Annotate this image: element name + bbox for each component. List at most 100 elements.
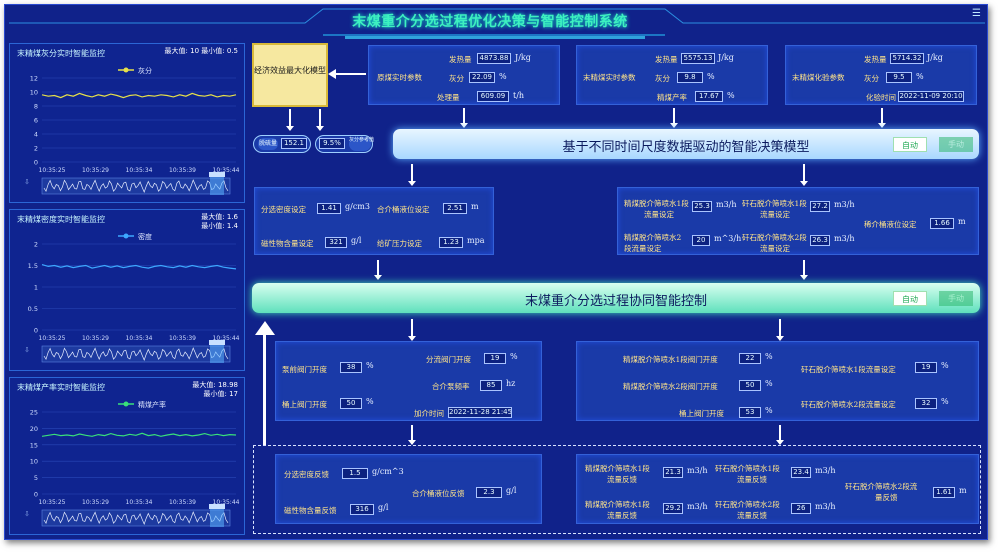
- min-value: 最小值: 1.4: [201, 222, 238, 230]
- panel-title: 末精煤密度实时智能监控: [17, 215, 105, 224]
- pump-label: 泵前阀门开度: [282, 365, 327, 374]
- arrow-left-icon: [328, 69, 366, 79]
- arrow-up-icon: [255, 321, 275, 335]
- b-value: 27.2: [810, 201, 830, 212]
- b-unit: m3/h: [815, 466, 836, 475]
- max-value: 最大值: 1.6: [201, 213, 238, 221]
- manual-button[interactable]: 手动: [939, 137, 973, 152]
- zoom-slider-handle: [210, 345, 224, 363]
- y-tick-label: 8: [34, 103, 38, 111]
- press-unit: mpa: [467, 236, 485, 245]
- min-value: 最小值: 0.5: [201, 47, 238, 55]
- arrow-down-icon: [878, 108, 886, 128]
- c-unit: m^3/h: [714, 234, 742, 243]
- y-tick-label: 20: [30, 425, 38, 433]
- b-unit: m3/h: [834, 200, 855, 209]
- x-tick-label: 10:35:29: [82, 335, 109, 342]
- legend-marker: [123, 401, 129, 407]
- sulfur-value: 152.1: [281, 138, 307, 149]
- setpoint-right: 精煤脱介筛喷水1段流量设定 25.3 m3/h 矸石脱介筛喷水1段流量设定 27…: [617, 187, 979, 255]
- x-tick-label: 10:35:29: [82, 167, 109, 174]
- mag-label: 磁性物含量反馈: [284, 506, 337, 515]
- d-label: 矸石脱介筛喷水2段流量设定: [742, 233, 807, 253]
- series-line: [41, 432, 237, 437]
- page-title: 末煤重介分选过程优化决策与智能控制系统: [352, 14, 628, 30]
- y-tick-label: 10: [30, 458, 38, 466]
- rt-label: 末精煤实时参数: [583, 73, 636, 82]
- economic-model-box[interactable]: 经济效益最大化模型: [252, 43, 328, 107]
- freq-value: 85: [480, 380, 502, 391]
- manual-button[interactable]: 手动: [939, 291, 973, 306]
- arrow-down-icon: [374, 260, 382, 280]
- y-tick-label: 6: [34, 117, 38, 125]
- max-value: 最大值: 10: [164, 47, 200, 55]
- density-unit: g/cm3: [345, 202, 370, 211]
- press-label: 给矿压力设定: [377, 239, 422, 248]
- arrow-down-icon: [460, 108, 468, 128]
- heat-label: 发热量: [449, 55, 472, 64]
- x-tick-label: 10:35:25: [39, 335, 66, 342]
- press-value: 1.23: [439, 237, 463, 248]
- d-unit: m3/h: [834, 234, 855, 243]
- arrow-down-icon: [800, 260, 808, 280]
- arrow-down-icon: [670, 108, 678, 128]
- y-tick-label: 25: [30, 409, 38, 417]
- auto-button[interactable]: 自动: [893, 137, 927, 152]
- density-label: 分选密度设定: [261, 205, 306, 214]
- x-tick-label: 10:35:34: [126, 167, 153, 174]
- b-label: 矸石脱介筛喷水1段流量设定: [801, 365, 896, 374]
- panel-title: 末精煤灰分实时智能监控: [17, 49, 105, 58]
- freq-label: 合介泵频率: [432, 382, 470, 391]
- heat-value: 4873.88: [477, 53, 511, 64]
- yield-label: 精煤产率: [657, 93, 687, 102]
- arrow-down-icon: [800, 164, 808, 186]
- heat-unit: J/kg: [927, 53, 943, 62]
- menu-icon[interactable]: ☰: [972, 8, 981, 19]
- decision-model-banner: 基于不同时间尺度数据驱动的智能决策模型: [393, 129, 979, 159]
- return-arrow-line: [263, 331, 266, 445]
- x-tick-label: 10:35:34: [126, 499, 153, 506]
- banner-title: 末煤重介分选过程协同智能控制: [524, 294, 707, 309]
- lab-label: 末精煤化验参数: [792, 73, 845, 82]
- feedback-right: 精煤脱介筛喷水1段流量反馈 21.3 m3/h 矸石脱介筛喷水1段流量反馈 23…: [576, 454, 979, 524]
- y-tick-label: 0: [34, 327, 38, 335]
- ash-value: 9.5: [886, 72, 912, 83]
- legend-label: 精煤产率: [138, 400, 166, 409]
- e-unit: %: [765, 406, 773, 415]
- zoom-slider-handle: [210, 177, 224, 195]
- ash-value: 22.09: [469, 72, 495, 83]
- sulfur-label: 脱硫量: [258, 138, 278, 150]
- arrow-down-icon: [316, 109, 324, 131]
- zoom-slider-grip: [209, 340, 225, 345]
- yield-unit: %: [727, 91, 735, 100]
- mag-unit: g/l: [351, 236, 362, 245]
- b-label: 矸石脱介筛喷水1段流量反馈: [715, 464, 780, 484]
- zoom-slider-track: [41, 177, 231, 195]
- download-icon: ⇩: [24, 178, 30, 186]
- control-right: 精煤脱介筛喷水1段阀门开度 22 % 矸石脱介筛喷水1段流量设定 19 % 精煤…: [576, 341, 979, 421]
- x-tick-label: 10:35:44: [213, 167, 240, 174]
- download-icon: ⇩: [24, 346, 30, 354]
- yield-value: 17.67: [695, 91, 723, 102]
- auto-button[interactable]: 自动: [893, 291, 927, 306]
- ash-unit: %: [499, 72, 507, 81]
- y-tick-label: 1.5: [28, 262, 38, 270]
- c-value: 50: [739, 380, 761, 391]
- legend-marker: [123, 67, 129, 73]
- zoom-slider-preview: [43, 511, 229, 525]
- mag-label: 磁性物含量设定: [261, 239, 314, 248]
- min-value: 最小值: 17: [203, 390, 239, 398]
- arrow-down-icon: [408, 425, 416, 445]
- series-line: [41, 92, 237, 99]
- density-label: 分选密度反馈: [284, 470, 329, 479]
- y-tick-label: 12: [30, 75, 38, 83]
- a-value: 25.3: [692, 201, 712, 212]
- density-value: 1.41: [317, 203, 341, 214]
